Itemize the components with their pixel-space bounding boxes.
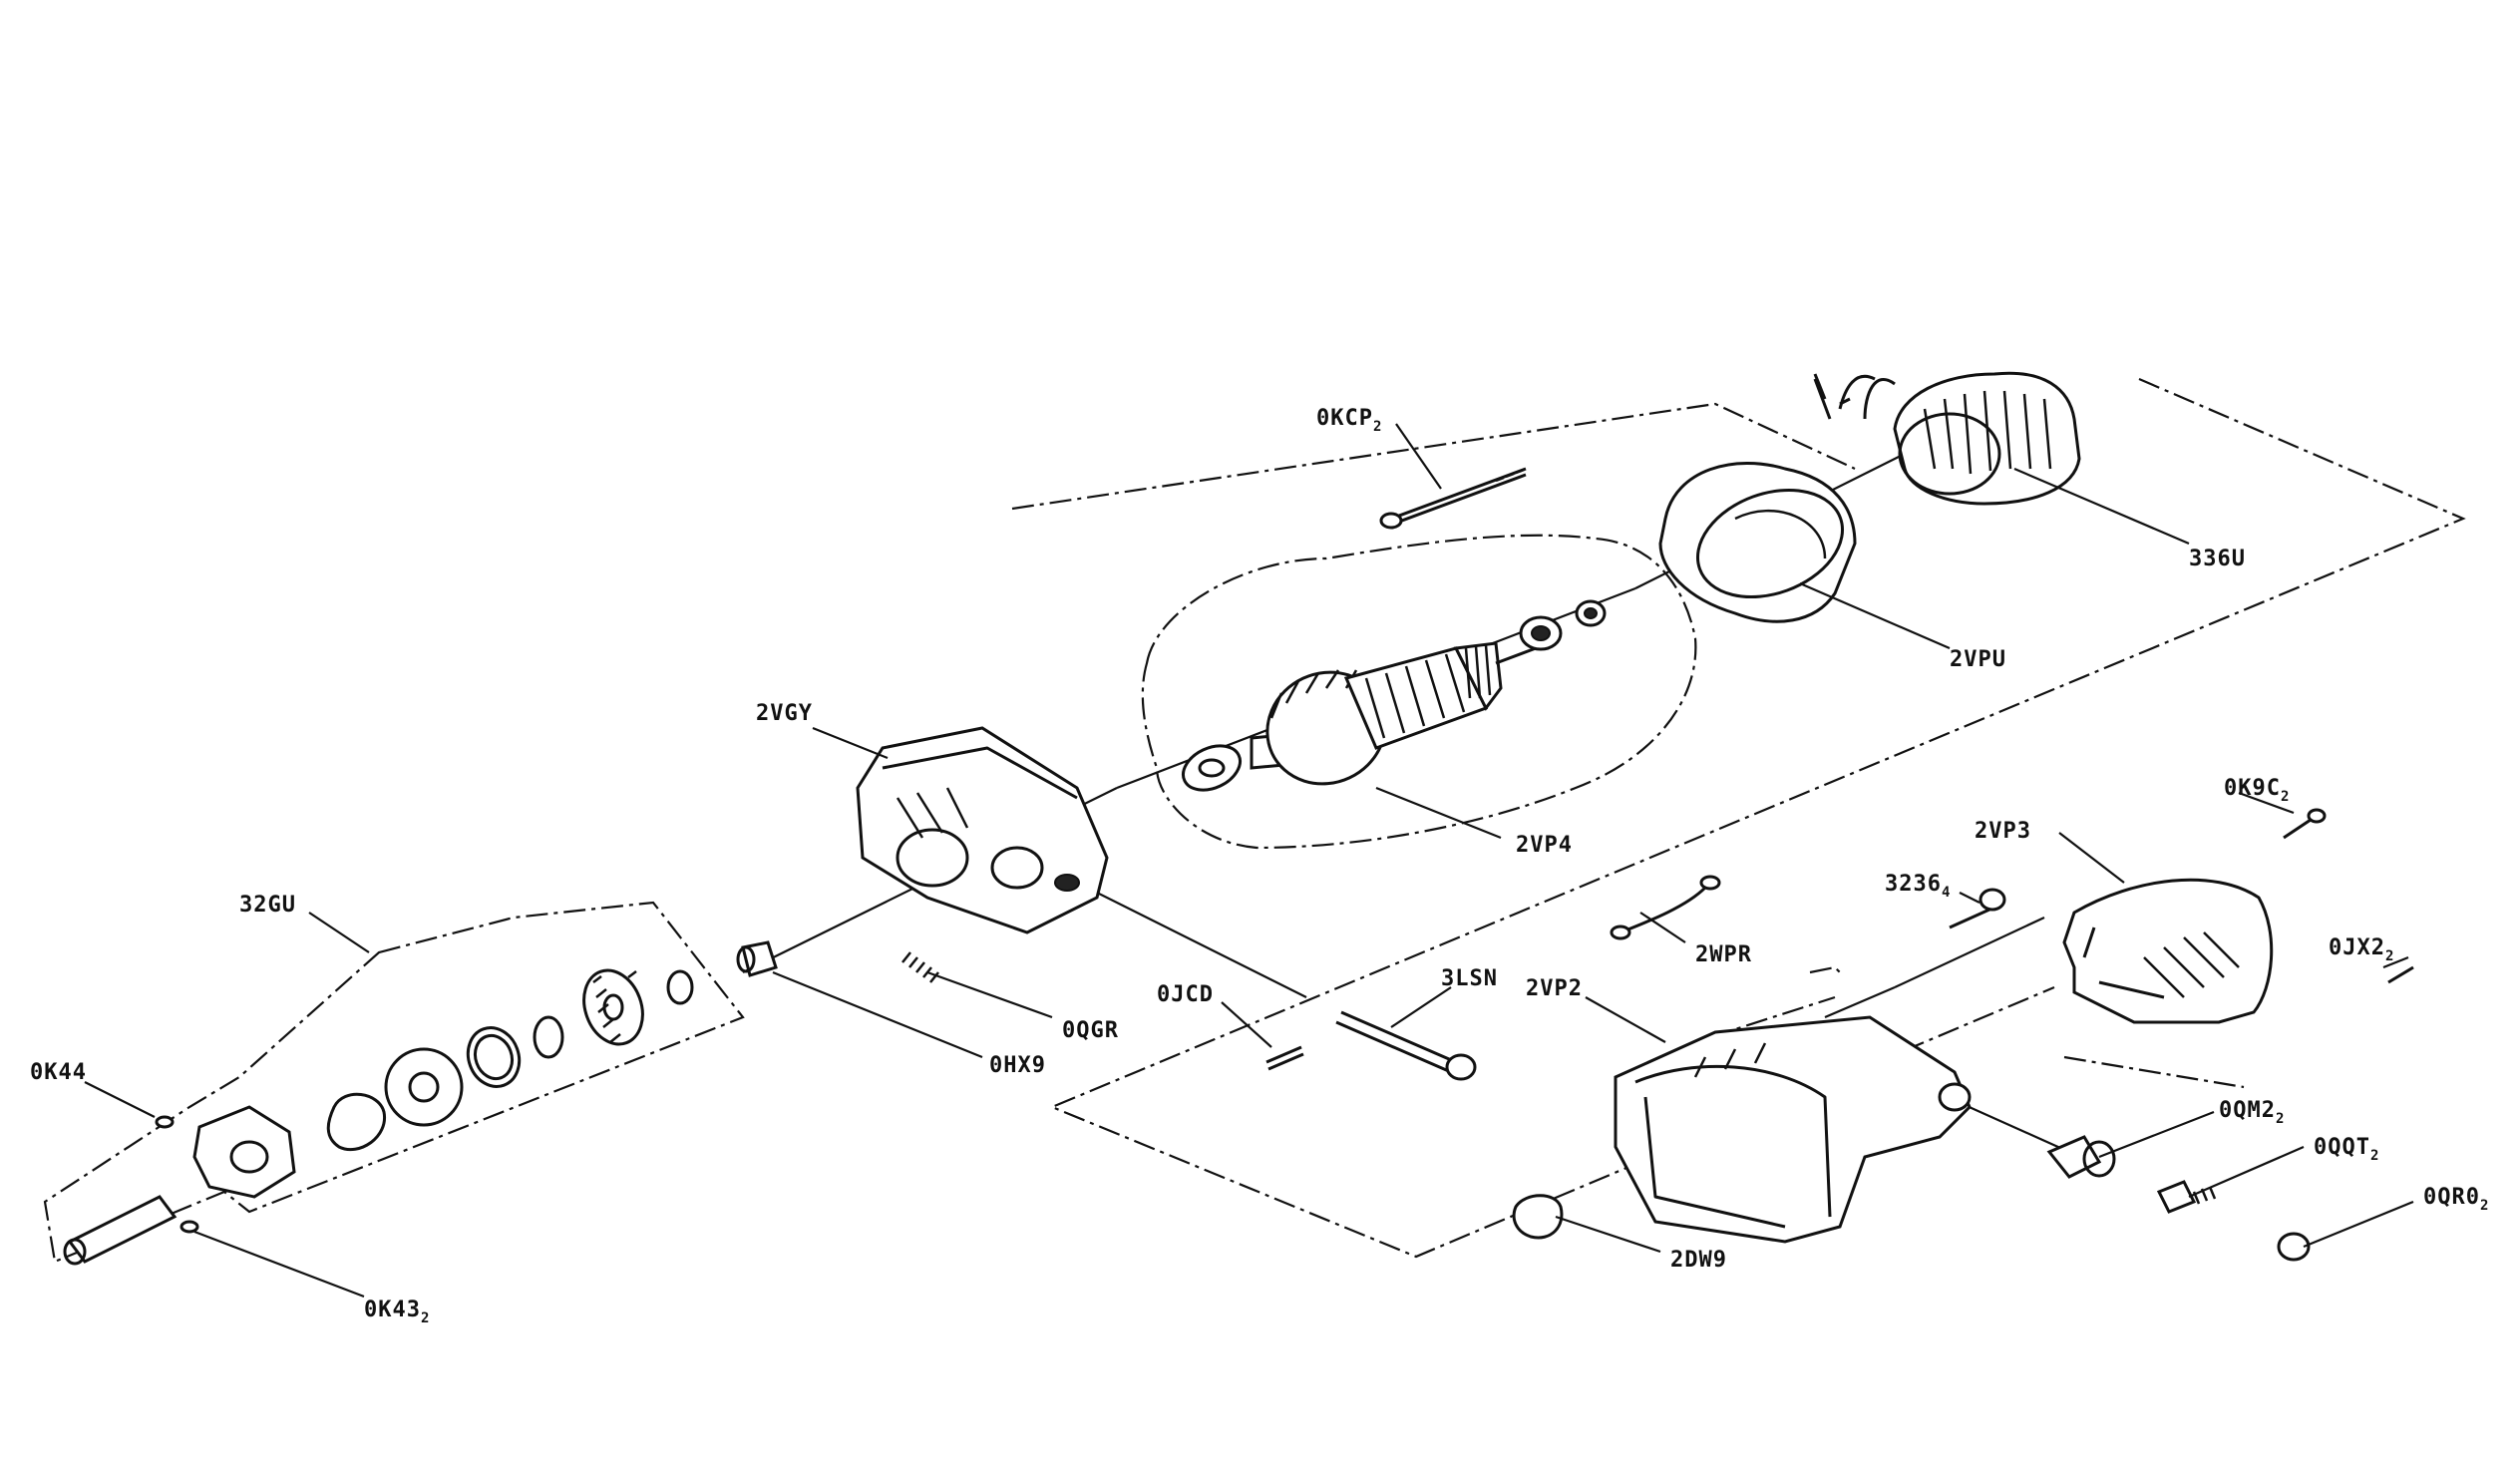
small-screws-right — [2283, 808, 2414, 984]
handle-cover — [2062, 878, 2274, 1024]
stator-field-coil — [1813, 371, 2081, 506]
label-0K9C: 0K9C2 — [2224, 776, 2290, 805]
label-3236: 32364 — [1885, 872, 1951, 901]
callout-leaders — [84, 423, 2414, 1298]
label-3LSN: 3LSN — [1441, 966, 1498, 991]
screw-3236 — [1949, 888, 2006, 929]
armature — [1182, 599, 1607, 792]
label-2DW9: 2DW9 — [1670, 1248, 1727, 1273]
label-2VP3: 2VP3 — [1975, 819, 2031, 844]
part-labels: 0KCP2 336U 2VPU 2VGY 2VP4 0K9C2 2VP3 323… — [30, 406, 2489, 1326]
group-outlines — [43, 377, 2466, 1264]
label-0HX9: 0HX9 — [989, 1053, 1046, 1078]
small-parts-left — [736, 940, 939, 983]
baffle-ring — [1658, 461, 1857, 623]
gear-housing — [856, 726, 1109, 934]
long-bolt-part — [1379, 467, 1527, 530]
switch-parts — [2046, 1135, 2311, 1262]
label-0QQT: 0QQT2 — [2314, 1135, 2379, 1164]
label-2VGY: 2VGY — [756, 701, 813, 726]
grommet — [1512, 1194, 1564, 1240]
label-0K44: 0K44 — [30, 1060, 87, 1085]
label-0JX2: 0JX22 — [2329, 935, 2394, 964]
cord-connector — [1610, 875, 1721, 940]
label-0QR0: 0QR02 — [2423, 1185, 2489, 1214]
label-2VP2: 2VP2 — [1526, 976, 1583, 1001]
label-0KCP: 0KCP2 — [1316, 406, 1382, 435]
shaft-and-pin — [1265, 1010, 1477, 1081]
label-2VPU: 2VPU — [1950, 647, 2006, 672]
label-0K43: 0K432 — [364, 1298, 430, 1326]
gear-group-outline — [43, 901, 745, 1264]
drive-flange — [63, 1105, 296, 1266]
armature-group-outline — [1141, 534, 1697, 850]
label-0QM2: 0QM22 — [2219, 1098, 2285, 1127]
motor-housing — [1614, 1015, 1972, 1244]
gear-train — [326, 968, 694, 1152]
label-336U: 336U — [2189, 547, 2246, 571]
label-0JCD: 0JCD — [1157, 982, 1214, 1007]
label-2WPR: 2WPR — [1695, 942, 1752, 967]
label-32GU: 32GU — [239, 893, 296, 918]
label-0QGR: 0QGR — [1062, 1018, 1119, 1043]
label-2VP4: 2VP4 — [1516, 833, 1573, 858]
